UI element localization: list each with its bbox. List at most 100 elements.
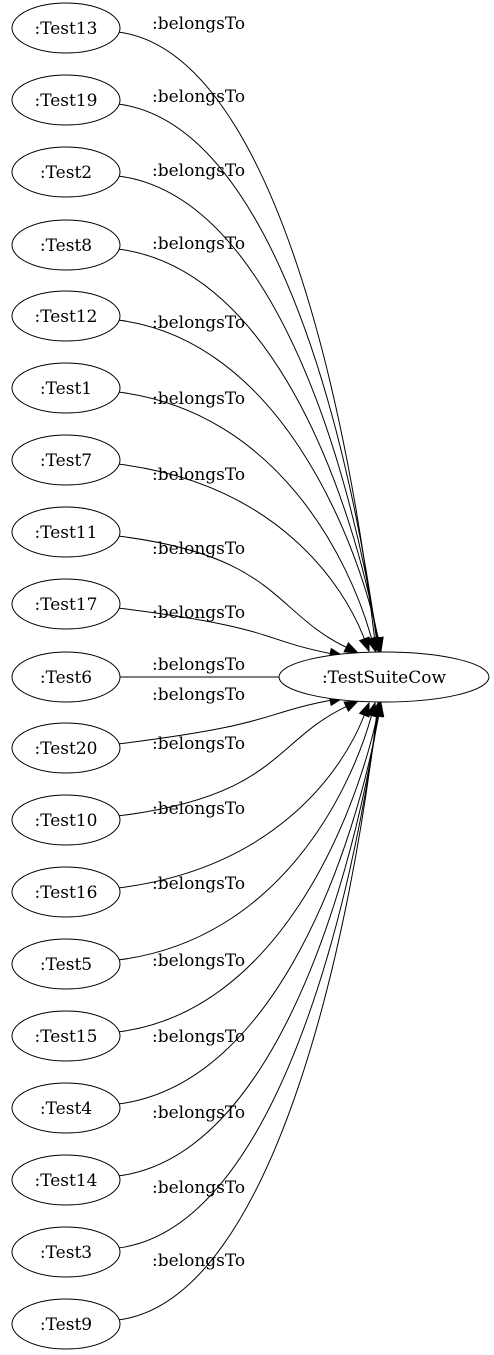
edge-label: :belongsTo [152, 14, 245, 34]
edge-belongsto-test9: :belongsTo [117, 701, 383, 1321]
edge-belongsto-test8: :belongsTo [117, 234, 384, 653]
node-test15[interactable]: :Test15 [11, 1010, 121, 1062]
edge-path [117, 319, 379, 639]
edge-label: :belongsTo [152, 874, 245, 894]
node-test2[interactable]: :Test2 [11, 146, 121, 198]
node-test14[interactable]: :Test14 [11, 1154, 121, 1206]
edge-belongsto-test5: :belongsTo [117, 701, 377, 961]
node-test16[interactable]: :Test16 [11, 866, 121, 918]
edge-path [117, 463, 365, 640]
edge-belongsto-test20: :belongsTo [117, 685, 345, 745]
edge-label: :belongsTo [152, 234, 245, 254]
node-label: :Test3 [40, 1243, 92, 1263]
node-test11[interactable]: :Test11 [11, 506, 121, 558]
node-testsuitecow[interactable]: :TestSuiteCow [278, 651, 490, 703]
edge-belongsto-test12: :belongsTo [117, 313, 384, 653]
node-ellipse [11, 938, 121, 990]
node-label: :Test12 [35, 307, 98, 327]
edge-path [117, 706, 347, 817]
node-ellipse [11, 219, 121, 271]
arrowhead [370, 701, 383, 718]
nodes-layer: :Test13 :Test19 :Test2 :Test8 :Test12 :Test1:… [11, 2, 121, 1350]
node-label: :Test2 [40, 163, 92, 183]
node-ellipse [11, 1010, 121, 1062]
node-label: :Test8 [40, 236, 92, 256]
edge-label: :belongsTo [152, 951, 245, 971]
edge-label: :belongsTo [152, 1027, 245, 1047]
arrowhead [343, 641, 360, 654]
edge-label: :belongsTo [152, 539, 245, 559]
node-test7[interactable]: :Test7 [11, 434, 121, 486]
edge-path [117, 175, 378, 639]
node-ellipse [11, 722, 121, 774]
node-ellipse [11, 1298, 121, 1350]
node-label: :Test10 [35, 811, 98, 831]
edge-path [117, 103, 377, 639]
node-label: :Test14 [35, 1171, 98, 1191]
edge-belongsto-test17: :belongsTo [117, 603, 345, 660]
edge-path [117, 715, 378, 1321]
edge-label: :belongsTo [152, 734, 245, 754]
node-ellipse [11, 1154, 121, 1206]
node-ellipse [11, 651, 121, 703]
node-label: :Test11 [35, 523, 98, 543]
node-ellipse [11, 146, 121, 198]
edge-path [117, 715, 378, 1249]
edge-label: :belongsTo [152, 603, 245, 623]
node-label: :Test4 [40, 1099, 92, 1119]
node-label: :Test15 [35, 1027, 98, 1047]
node-test9[interactable]: :Test9 [11, 1298, 121, 1350]
node-ellipse [11, 794, 121, 846]
node-test8[interactable]: :Test8 [11, 219, 121, 271]
node-test13[interactable]: :Test13 [11, 2, 121, 54]
node-ellipse [11, 866, 121, 918]
node-test20[interactable]: :Test20 [11, 722, 121, 774]
node-test6[interactable]: :Test6 [11, 651, 121, 703]
edge-label: :belongsTo [152, 655, 245, 675]
node-test1[interactable]: :Test1 [11, 362, 121, 414]
edge-path [117, 607, 331, 654]
edges-layer: :belongsTo :belongsTo :belongsTo :belongsTo… [117, 14, 385, 1321]
edge-path [117, 248, 379, 639]
node-test17[interactable]: :Test17 [11, 578, 121, 630]
node-label: :Test16 [35, 883, 98, 903]
node-label: :Test5 [40, 955, 92, 975]
node-test19[interactable]: :Test19 [11, 74, 121, 126]
edge-path [117, 699, 331, 745]
node-test10[interactable]: :Test10 [11, 794, 121, 846]
node-ellipse [11, 1082, 121, 1134]
arrowhead [343, 700, 360, 712]
edge-label: :belongsTo [152, 313, 245, 333]
node-test3[interactable]: :Test3 [11, 1226, 121, 1278]
node-ellipse [11, 2, 121, 54]
node-label: :Test6 [40, 668, 92, 688]
node-test5[interactable]: :Test5 [11, 938, 121, 990]
node-ellipse [278, 651, 490, 703]
node-ellipse [11, 506, 121, 558]
edge-label: :belongsTo [152, 799, 245, 819]
node-test4[interactable]: :Test4 [11, 1082, 121, 1134]
node-ellipse [11, 74, 121, 126]
edge-label: :belongsTo [152, 161, 245, 181]
node-ellipse [11, 290, 121, 342]
edge-label: :belongsTo [152, 685, 245, 705]
edge-label: :belongsTo [152, 87, 245, 107]
node-ellipse [11, 1226, 121, 1278]
edge-belongsto-test3: :belongsTo [117, 701, 383, 1249]
edge-path [117, 715, 378, 1033]
arrowhead [358, 636, 370, 653]
edge-label: :belongsTo [152, 1178, 245, 1198]
node-label: :Test13 [35, 19, 98, 39]
edge-label: :belongsTo [152, 1103, 245, 1123]
node-ellipse [11, 362, 121, 414]
node-label: :Test20 [35, 739, 98, 759]
node-label: :Test9 [40, 1315, 92, 1335]
edge-path [117, 535, 347, 648]
node-label: :Test7 [40, 451, 92, 471]
node-test12[interactable]: :Test12 [11, 290, 121, 342]
edge-label: :belongsTo [152, 1251, 245, 1271]
node-ellipse [11, 434, 121, 486]
edge-belongsto-test10: :belongsTo [117, 700, 360, 817]
edge-belongsto-test14: :belongsTo [117, 701, 384, 1177]
